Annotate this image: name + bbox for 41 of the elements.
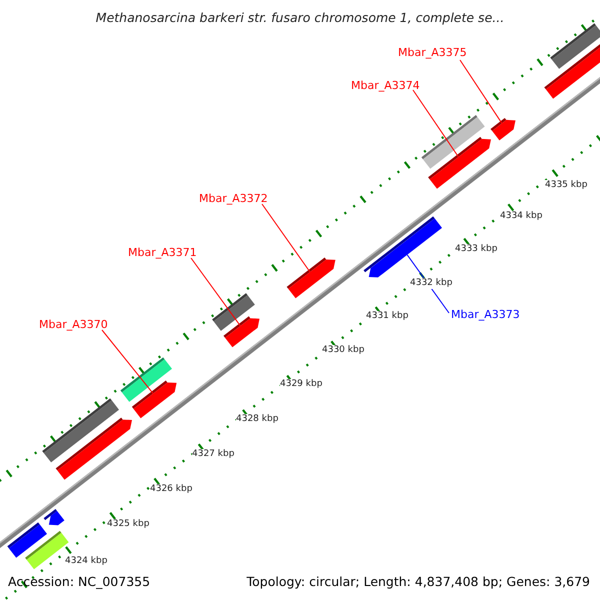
tick-label: 4324 kbp <box>65 556 108 567</box>
gene-bar <box>224 316 260 348</box>
gene-bar <box>421 115 485 169</box>
tick-label: 4331 kbp <box>366 311 408 322</box>
gene-bar <box>120 357 172 402</box>
gene-bar <box>428 136 491 189</box>
leader-line <box>412 90 459 158</box>
tick-label: 4329 kbp <box>280 379 322 390</box>
gene-bar <box>364 216 442 278</box>
gene-bar <box>550 23 600 69</box>
tick-label: 4326 kbp <box>150 484 192 495</box>
gene-label: Mbar_A3374 <box>351 79 420 92</box>
leader-line <box>460 60 502 124</box>
gene-label: Mbar_A3372 <box>199 192 268 205</box>
gene-bar <box>56 418 132 480</box>
leader-line <box>190 258 241 326</box>
genome-info: Topology: circular; Length: 4,837,408 bp; Genes: 3,679 <box>246 574 590 589</box>
leader-line <box>262 204 310 272</box>
gene-label: Mbar_A3370 <box>39 318 108 331</box>
gene-bar <box>42 398 119 462</box>
tick-label: 4334 kbp <box>500 211 542 222</box>
tick-label: 4328 kbp <box>236 414 278 425</box>
gene-label: Mbar_A3373 <box>451 308 520 321</box>
gene-bar <box>286 258 336 298</box>
gene-bar <box>132 380 177 418</box>
gene-bar <box>490 118 516 140</box>
tick-label: 4330 kbp <box>322 345 364 356</box>
gene-bar <box>44 509 64 526</box>
tick-label: 4332 kbp <box>410 278 452 289</box>
tick-label: 4325 kbp <box>107 519 150 530</box>
accession-label: Accession: NC_007355 <box>8 574 150 589</box>
tick-label: 4327 kbp <box>192 449 234 460</box>
gene-label: Mbar_A3371 <box>128 246 197 259</box>
tick-label: 4335 kbp <box>545 180 588 191</box>
tick-label: 4333 kbp <box>455 244 498 255</box>
title: Methanosarcina barkeri str. fusaro chromosome 1, complete se... <box>94 9 506 27</box>
gene-label: Mbar_A3375 <box>398 46 467 59</box>
gene-bar <box>212 293 255 331</box>
gene-bar <box>7 522 47 558</box>
gene-bar <box>544 43 600 99</box>
leader-line <box>102 330 154 394</box>
